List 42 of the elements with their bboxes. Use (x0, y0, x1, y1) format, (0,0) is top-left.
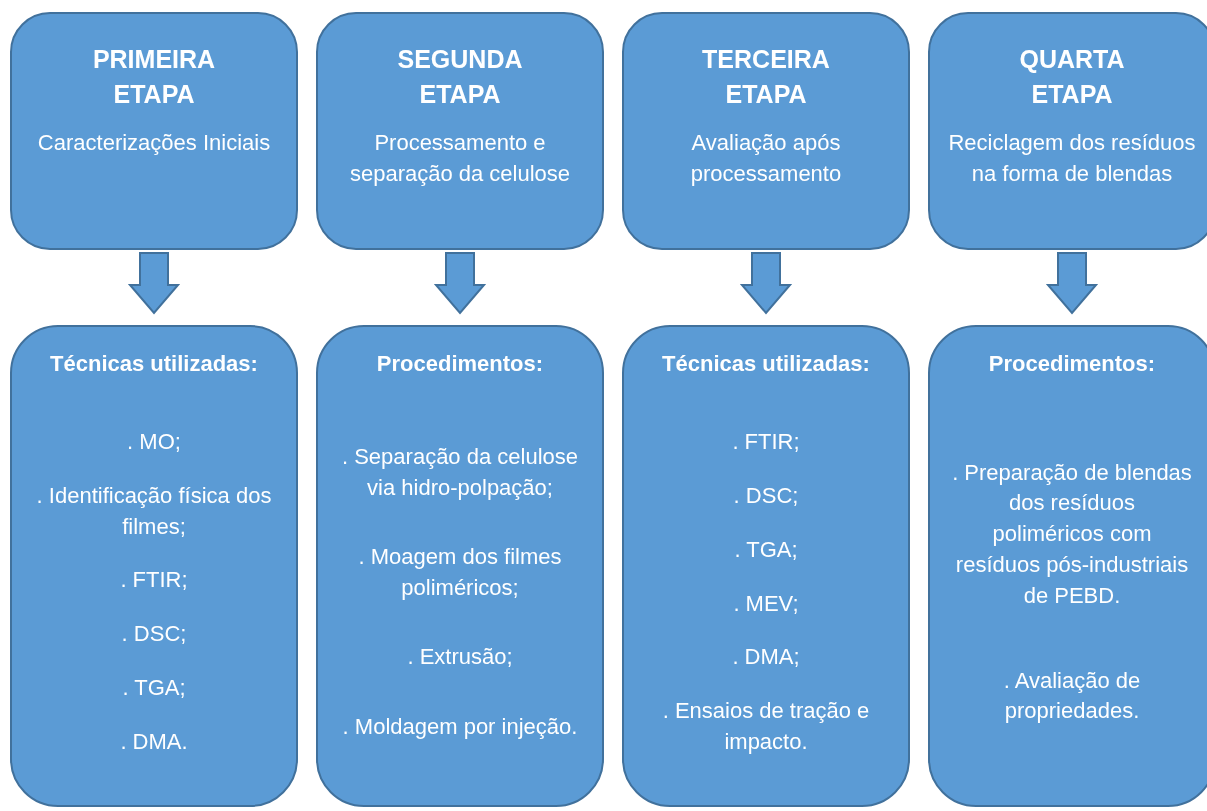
list-item: . DMA. (120, 728, 188, 757)
stage-box (316, 325, 604, 807)
stage-box (10, 325, 298, 807)
stage-box (622, 12, 910, 250)
stage-box (928, 12, 1207, 250)
stage-box (928, 325, 1207, 807)
stage-box (622, 325, 910, 807)
list-item: . Identificação física dos filmes; (35, 481, 273, 541)
list-item: . FTIR; (732, 427, 800, 456)
list-item: . MEV; (733, 589, 799, 618)
stage-heading: SEGUNDA ETAPA (396, 44, 524, 110)
list-item: . TGA; (122, 674, 186, 703)
stage-heading: Técnicas utilizadas: (50, 350, 258, 378)
list-item: . Extrusão; (407, 643, 513, 672)
list-item: . Preparação de blendas dos resíduos poliméricos com resíduos pós-industriais de PEBD. (952, 458, 1192, 610)
list-item: . DMA; (732, 643, 800, 672)
stage-heading: PRIMEIRA ETAPA (91, 44, 217, 110)
list-item: . DSC; (733, 481, 799, 510)
stage-description: Caracterizações Iniciais (37, 129, 271, 157)
list-item: . FTIR; (120, 566, 188, 595)
stage-description: Processamento e separação da celulose (348, 129, 572, 188)
stage-heading: Procedimentos: (988, 350, 1156, 378)
stage-heading: QUARTA ETAPA (1018, 44, 1126, 110)
block-arrow (739, 252, 793, 315)
block-arrow (433, 252, 487, 315)
stage-description: Avaliação após processamento (689, 129, 843, 188)
block-arrow (1045, 252, 1099, 315)
list-item: . Ensaios de tração e impacto. (661, 697, 871, 757)
stage-heading: TERCEIRA ETAPA (701, 44, 831, 110)
list-item: . TGA; (734, 535, 798, 564)
list-item: . DSC; (121, 620, 187, 649)
stage-heading: Procedimentos: (376, 350, 544, 378)
block-arrow (127, 252, 181, 315)
stage-box (10, 12, 298, 250)
stage-heading: Técnicas utilizadas: (662, 350, 870, 378)
list-item: . Moagem dos filmes poliméricos; (357, 543, 563, 603)
stage-description: Reciclagem dos resíduos na forma de blendas (948, 129, 1196, 188)
list-item: . Moldagem por injeção. (342, 712, 578, 741)
list-item: . Avaliação de propriedades. (1002, 666, 1142, 726)
list-item: . Separação da celulose via hidro-polpação; (340, 443, 580, 503)
stage-box (316, 12, 604, 250)
list-item: . MO; (127, 427, 181, 456)
